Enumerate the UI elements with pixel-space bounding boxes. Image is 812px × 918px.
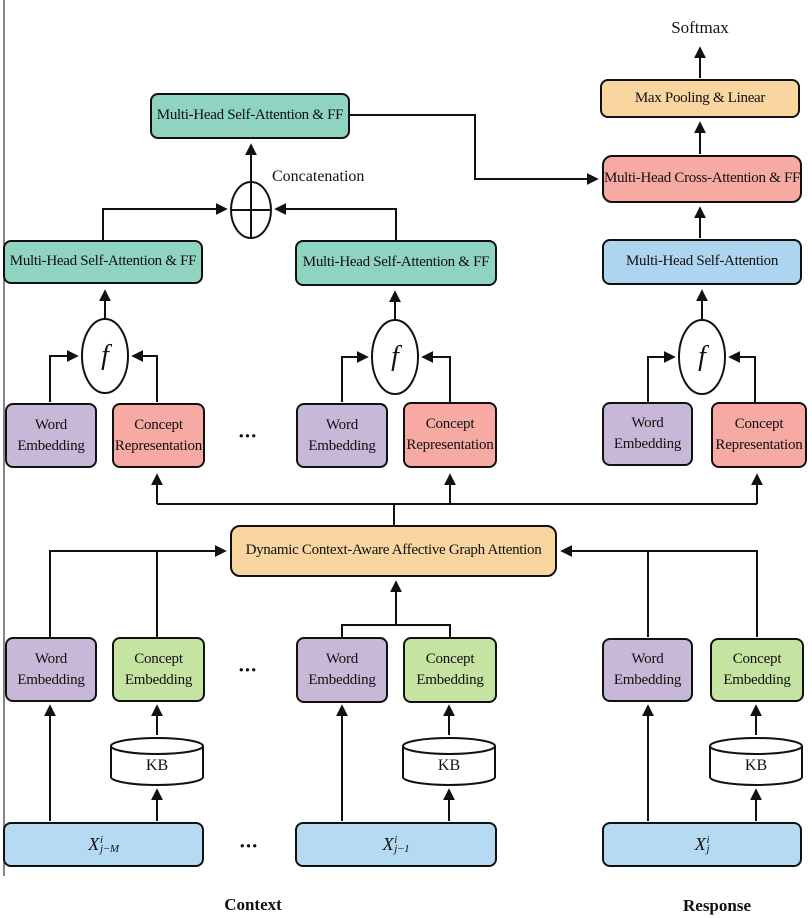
- graph-attention-input-connectors: [49, 545, 758, 637]
- softmax-label: Softmax: [671, 18, 729, 37]
- kb-label-context-last: KB: [437, 757, 461, 774]
- word-embedding-box-lower-context-first: Word Embedding: [5, 637, 97, 702]
- cross-attention-box: Multi-Head Cross-Attention & FF: [602, 155, 802, 203]
- word-embedding-box-upper-context-first: Word Embedding: [5, 403, 97, 468]
- self-attention-ff-box-context-first: Multi-Head Self-Attention & FF: [3, 240, 203, 284]
- max-pooling-linear-box: Max Pooling & Linear: [600, 79, 800, 118]
- ellipsis-embedding-row: ...: [238, 652, 258, 677]
- utterance-to-word-embedding-arrows: [44, 704, 654, 821]
- response-section-label: Response: [682, 896, 752, 915]
- fusion-f-label-response: f: [698, 341, 706, 372]
- concept-embedding-box-context-first: Concept Embedding: [112, 637, 205, 702]
- dynamic-graph-attention-box: Dynamic Context-Aware Affective Graph At…: [230, 525, 557, 577]
- self-attention-ff-box-merged: Multi-Head Self-Attention & FF: [150, 93, 350, 139]
- kb-cylinder-context-last: [402, 737, 496, 786]
- self-attention-ff-box-context-last: Multi-Head Self-Attention & FF: [295, 240, 497, 286]
- ellipsis-upper-row: ...: [238, 418, 258, 443]
- fusion-input-arrows: [49, 350, 756, 402]
- fusion-ellipse-response: [678, 319, 726, 395]
- fusion-f-label-context-first: f: [101, 340, 109, 371]
- word-embedding-box-upper-context-last: Word Embedding: [296, 403, 388, 468]
- concept-representation-box-response: Concept Representation: [711, 402, 807, 468]
- fusion-f-label-context-last: f: [391, 341, 399, 372]
- self-attention-box-response: Multi-Head Self-Attention: [602, 239, 802, 285]
- fusion-ellipse-context-last: [371, 319, 419, 395]
- word-embedding-box-lower-context-last: Word Embedding: [296, 637, 388, 703]
- concatenation-label: Concatenation: [272, 168, 365, 185]
- graph-attention-output-distribution: [151, 473, 763, 525]
- merged-to-cross-attention-connector: [350, 114, 599, 185]
- kb-cylinder-context-first: [110, 737, 204, 786]
- word-embedding-box-upper-response: Word Embedding: [602, 402, 693, 466]
- utterance-to-kb-arrows: [151, 788, 762, 821]
- kb-label-response: KB: [744, 757, 768, 774]
- concept-embedding-box-context-last: Concept Embedding: [403, 637, 497, 703]
- fusion-output-arrows: [99, 289, 708, 319]
- concept-representation-box-context-first: Concept Representation: [112, 403, 205, 468]
- concatenation-connectors: [102, 143, 397, 240]
- ellipsis-input-row: ...: [239, 828, 259, 853]
- kb-to-concept-embedding-arrows: [151, 704, 762, 735]
- word-embedding-box-lower-response: Word Embedding: [602, 638, 693, 702]
- context-section-label: Context: [224, 895, 282, 914]
- concatenation-symbol: [230, 181, 272, 239]
- concept-representation-box-context-last: Concept Representation: [403, 402, 497, 468]
- kb-cylinder-response: [709, 737, 803, 786]
- fusion-ellipse-context-first: [81, 318, 129, 394]
- concept-embedding-box-response: Concept Embedding: [710, 638, 804, 702]
- kb-label-context-first: KB: [145, 757, 169, 774]
